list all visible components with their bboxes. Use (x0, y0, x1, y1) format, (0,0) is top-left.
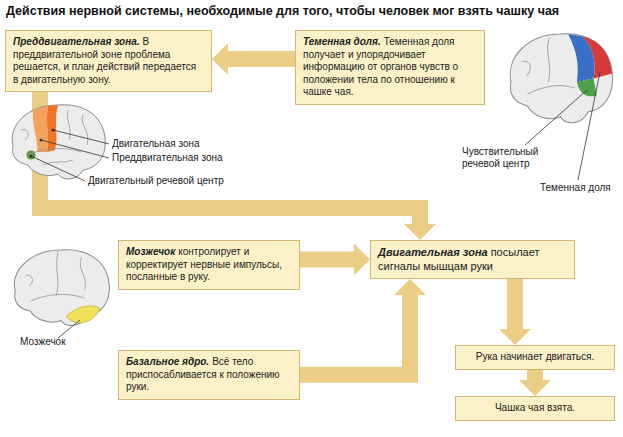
process-box: Теменная доля.Теменная доля получает и у… (295, 30, 485, 105)
part-label: Чувствительный речевой центр (462, 146, 562, 170)
box-heading: Базальное ядро. (126, 356, 209, 367)
flow-arrow (300, 252, 356, 268)
flow-arrow (507, 279, 523, 331)
flow-arrow (226, 51, 295, 67)
part-label: Двигательный речевой центр (88, 175, 224, 187)
process-box: Базальное ядро.Всё тело приспосабливаетс… (118, 350, 300, 400)
box-heading: Преддвигательная зона. (13, 36, 140, 47)
box-heading: Мозжечок (126, 246, 175, 257)
result-box: Чашка чая взята. (455, 396, 615, 421)
part-label: Мозжечок (20, 336, 66, 348)
box-text: Рука начинает двигаться. (476, 351, 594, 362)
result-box: Рука начинает двигаться. (455, 345, 615, 370)
flow-arrow (300, 293, 410, 375)
brain-motor (12, 105, 105, 179)
process-box: Преддвигательная зона.В преддвигательной… (5, 30, 212, 92)
box-heading: Теменная доля. (303, 36, 381, 47)
process-box: Мозжечокконтролирует и корректирует нерв… (118, 240, 300, 290)
brain-cerebellum (14, 250, 109, 326)
box-text: Чашка чая взята. (495, 402, 575, 413)
part-label: Теменная доля (540, 182, 611, 194)
process-box: Двигательная зонапосылает сигналы мышцам… (370, 240, 575, 279)
flow-arrow (527, 370, 543, 383)
box-heading: Двигательная зона (378, 246, 488, 258)
brain-parietal (510, 34, 612, 123)
part-label: Преддвигательная зона (112, 152, 223, 164)
diagram-title: Действия нервной системы, необходимые дл… (6, 4, 618, 19)
part-label: Двигательная зона (112, 138, 200, 150)
